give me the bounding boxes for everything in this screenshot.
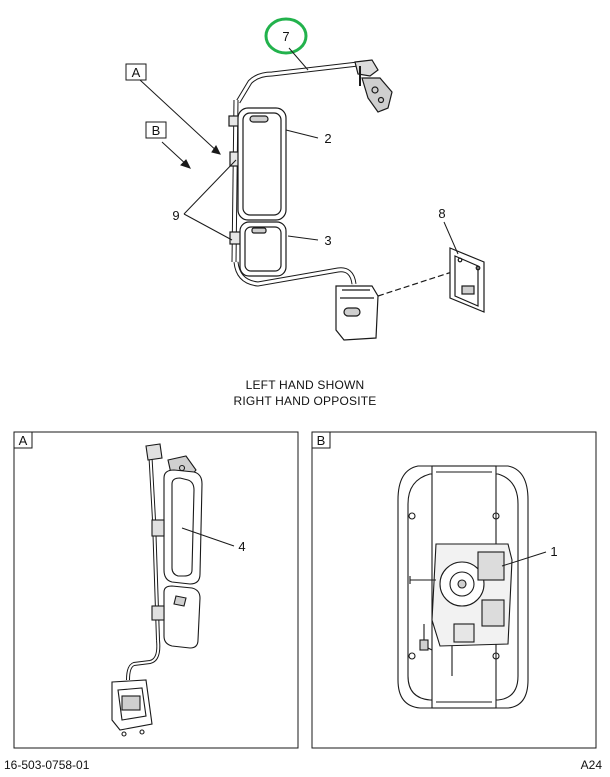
callout-7: 7 — [282, 29, 289, 44]
leader-lines-top — [139, 47, 459, 255]
detail-view-a-label: A — [19, 433, 28, 448]
leader-line-1 — [501, 551, 547, 567]
caption-line-1: LEFT HAND SHOWN — [245, 378, 365, 392]
detail-view-b-tag — [311, 431, 331, 449]
callout-4: 4 — [238, 539, 245, 554]
mirror-assembly-illustration — [228, 59, 485, 341]
document-number: 16-503-0758-01 — [4, 758, 90, 772]
detail-view-a-tag — [13, 431, 33, 449]
leader-line-4 — [181, 527, 235, 547]
callout-9: 9 — [172, 208, 179, 223]
detail-b-illustration — [397, 465, 529, 709]
callout-1: 1 — [550, 544, 557, 559]
view-label-b: B — [152, 123, 161, 138]
callout-2: 2 — [324, 131, 331, 146]
caption-line-2: RIGHT HAND OPPOSITE — [233, 394, 377, 408]
view-label-a: A — [132, 65, 141, 80]
page-id: A24 — [580, 758, 602, 772]
view-label-a-box — [125, 63, 147, 81]
highlight-circle — [264, 17, 308, 55]
view-label-b-box — [145, 121, 167, 139]
detail-a-illustration — [111, 443, 203, 737]
callout-3: 3 — [324, 233, 331, 248]
callout-8: 8 — [438, 206, 445, 221]
detail-view-b-label: B — [317, 433, 326, 448]
